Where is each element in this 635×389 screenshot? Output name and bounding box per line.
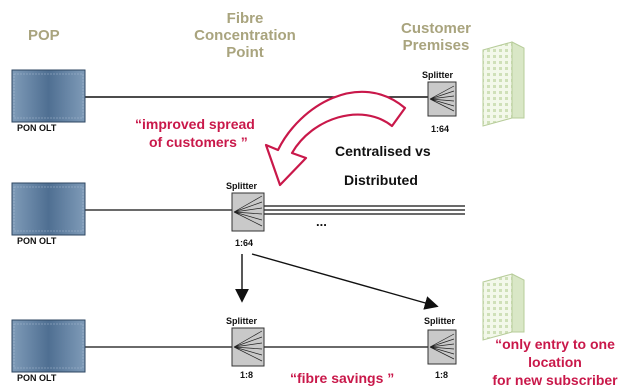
diagonal-arrow xyxy=(251,253,439,310)
centralised-label: Centralised vs xyxy=(335,143,431,159)
ratio-top: 1:64 xyxy=(431,124,450,134)
quote-only-entry: “only entry to one location for new subs… xyxy=(480,335,630,389)
distributed-label: Distributed xyxy=(344,172,418,188)
splitter-label-bottom-left: Splitter xyxy=(226,316,258,326)
quote-spread-line-2: of customers ” xyxy=(149,134,248,150)
ratio-bottom-right: 1:8 xyxy=(435,370,449,380)
header-fcp-line-3: Point xyxy=(226,44,264,61)
header-customer-line-2: Premises xyxy=(402,37,470,54)
splitter-label-top: Splitter xyxy=(422,70,454,80)
olt-label-top: PON OLT xyxy=(17,123,57,133)
header-fibre-concentration-point: Fibre Concentration Point xyxy=(185,10,305,61)
header-customer-line-1: Customer xyxy=(400,20,471,37)
curved-transition-arrow xyxy=(264,90,407,187)
quote-entry-line-1: “only entry to one xyxy=(495,336,615,352)
olt-bottom xyxy=(11,319,86,373)
quote-spread-line-1: “improved spread xyxy=(135,116,255,132)
quote-improved-spread: “improved spread of customers ” xyxy=(135,115,255,151)
customer-building-top xyxy=(482,41,525,127)
splitter-label-middle: Splitter xyxy=(226,181,258,191)
ratio-bottom-left: 1:8 xyxy=(240,370,254,380)
olt-label-bottom: PON OLT xyxy=(17,373,57,383)
header-fcp-line-2: Concentration xyxy=(194,27,296,44)
header-pop-text: POP xyxy=(28,27,60,44)
quote-fibre-savings: “fibre savings ” xyxy=(290,370,395,386)
ratio-middle: 1:64 xyxy=(235,238,254,248)
header-pop: POP xyxy=(28,27,60,44)
splitter-label-bottom-right: Splitter xyxy=(424,316,456,326)
olt-top xyxy=(11,69,86,123)
olt-middle xyxy=(11,182,86,236)
header-customer-premises: Customer Premises xyxy=(391,20,481,54)
header-fcp-line-1: Fibre xyxy=(226,10,264,27)
splitter-middle xyxy=(231,192,265,232)
splitter-top xyxy=(427,81,457,117)
customer-building-bottom xyxy=(482,273,525,341)
more-fibres-ellipsis: ... xyxy=(316,214,327,229)
splitter-bottom-left xyxy=(231,327,265,367)
olt-label-middle: PON OLT xyxy=(17,236,57,246)
splitter-bottom-right xyxy=(427,329,457,365)
quote-entry-line-3: for new subscriber xyxy=(492,372,618,388)
quote-entry-line-2: location xyxy=(528,354,582,370)
